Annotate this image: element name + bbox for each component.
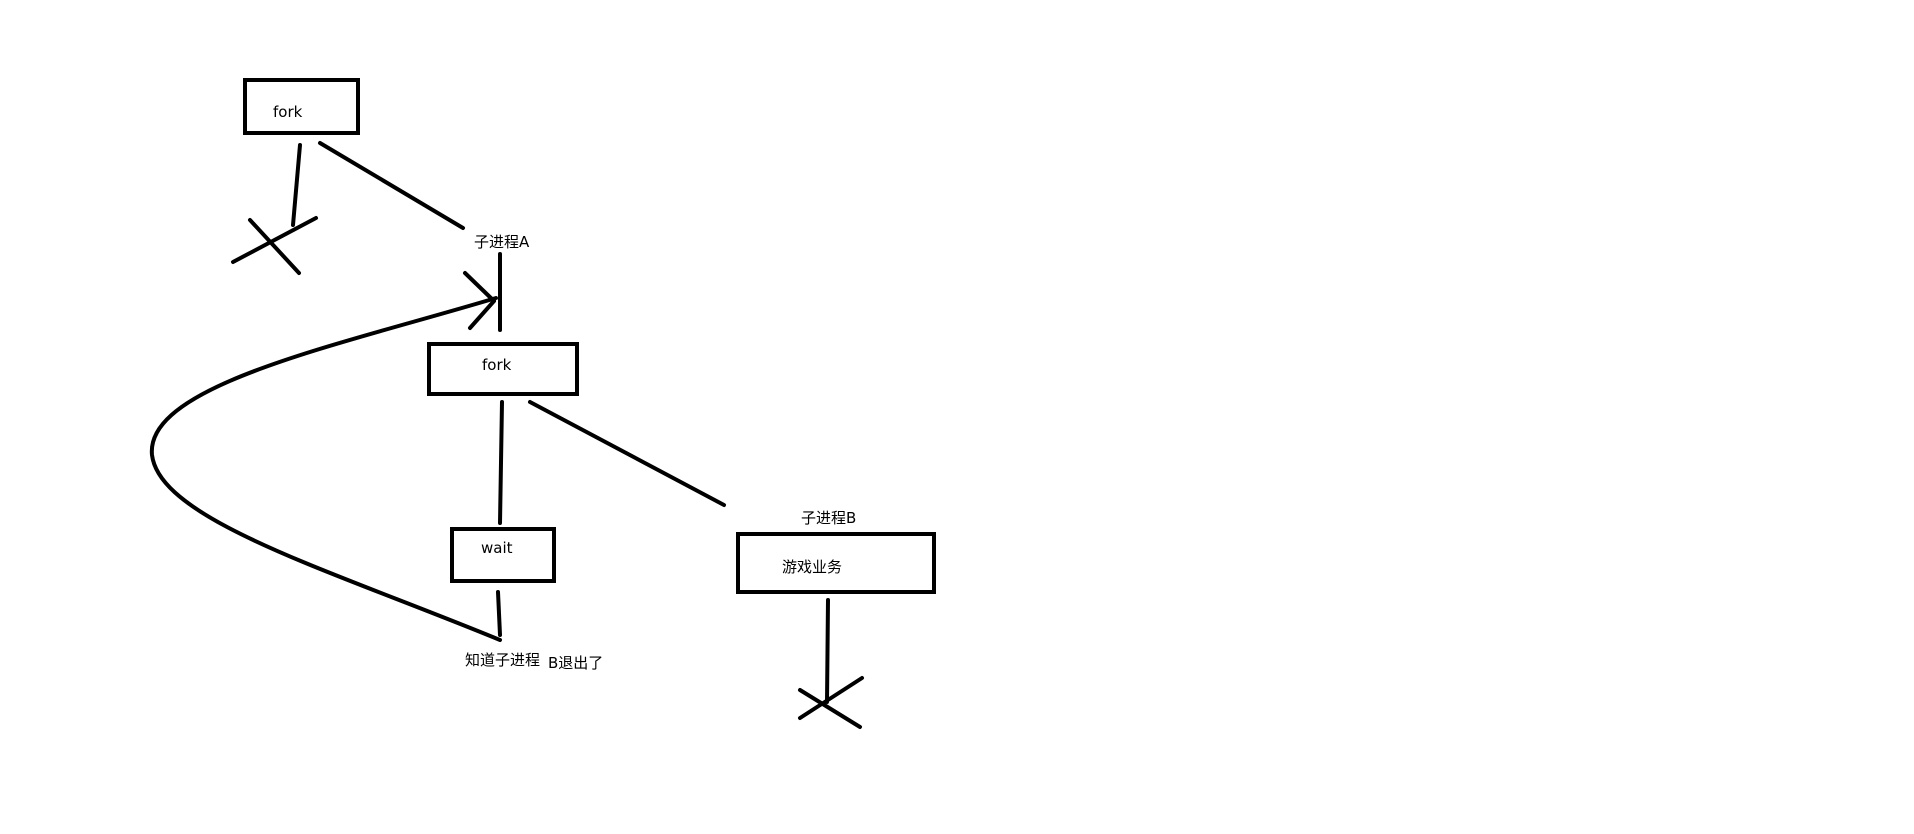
- child-a-label: 子进程A: [474, 233, 530, 251]
- child-b-exit-line: [825, 598, 830, 704]
- exit-cross-icon: [798, 676, 864, 729]
- notice-label-part2: B退出了: [548, 654, 603, 672]
- loop-back-curve: [149, 296, 502, 642]
- notice-label-part1: 知道子进程: [465, 651, 540, 669]
- fork-box-top: [243, 78, 360, 135]
- child-b-label: 子进程B: [801, 509, 856, 527]
- fork-top-label: fork: [273, 103, 303, 121]
- wait-label: wait: [481, 539, 513, 557]
- game-business-label: 游戏业务: [782, 558, 842, 576]
- fork-mid-label: fork: [482, 356, 512, 374]
- arrowhead-icon: [463, 271, 496, 330]
- parent-exit-line: [291, 143, 302, 227]
- fork-box-mid: [427, 342, 579, 396]
- fork-to-child-a-line: [318, 141, 465, 230]
- wait-box: [450, 527, 556, 583]
- wait-down-line: [496, 590, 502, 637]
- fork-to-wait-line: [498, 400, 504, 525]
- game-business-box: [736, 532, 936, 594]
- fork-to-child-b-line: [528, 400, 726, 507]
- exit-cross-icon: [231, 216, 318, 275]
